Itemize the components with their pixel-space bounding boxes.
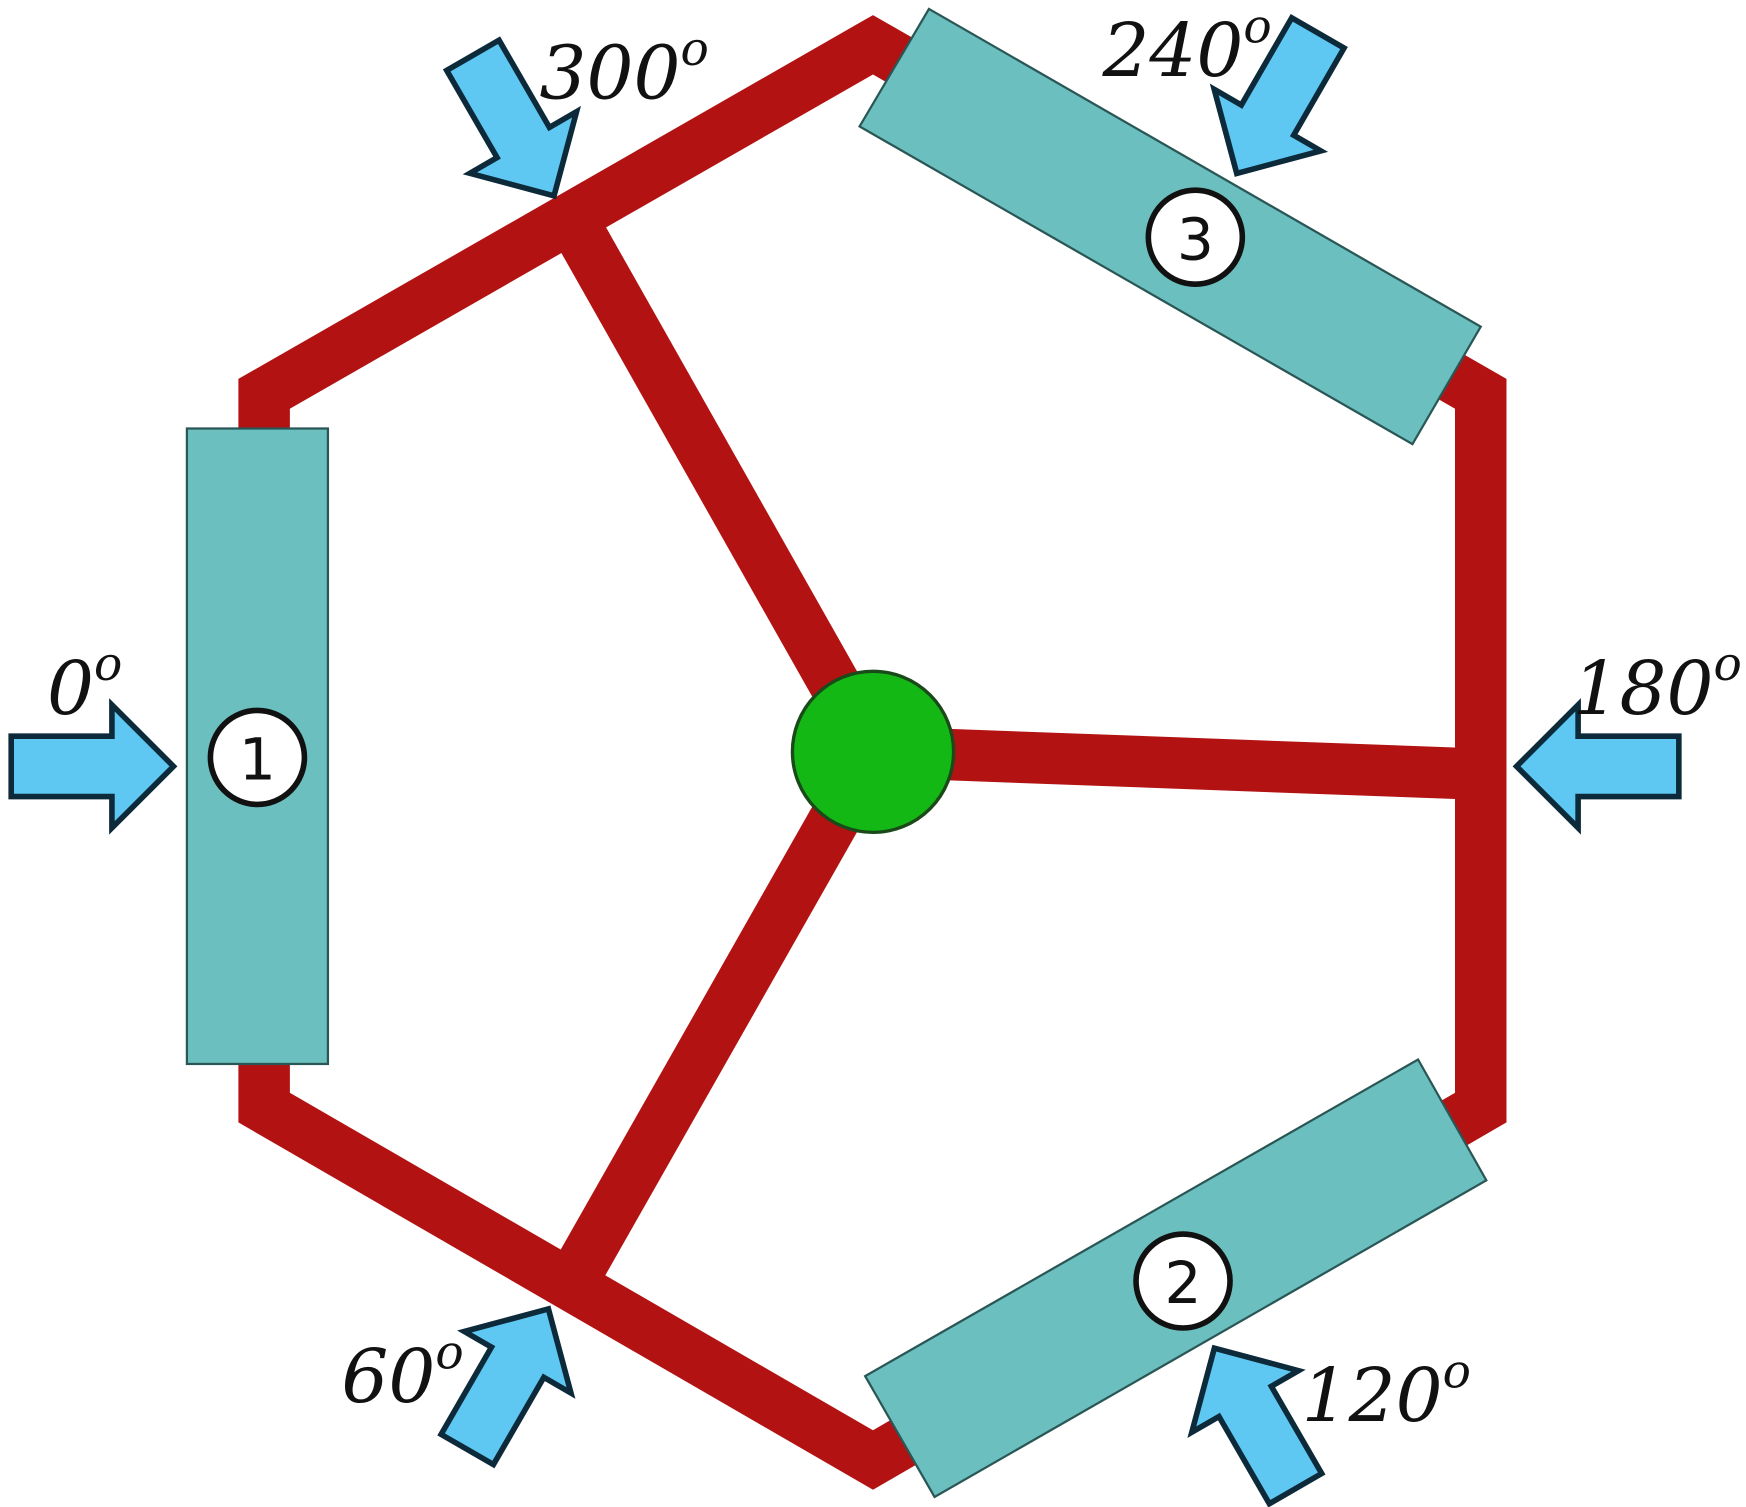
label-300: 300o <box>539 22 708 117</box>
label-120: 120o <box>1302 1344 1471 1439</box>
pad-3: 3 <box>858 7 1483 446</box>
label-180: 180o <box>1573 637 1742 732</box>
pad-number: 3 <box>1177 205 1214 273</box>
badge-2 <box>1133 1231 1233 1331</box>
spoke-right <box>872 726 1482 800</box>
pad-1: 1 <box>185 427 330 1066</box>
pad-2: 2 <box>863 1057 1488 1499</box>
label-60: 60o <box>341 1325 463 1420</box>
hexagon-frame <box>238 15 1507 1490</box>
spoke-upper-left <box>559 224 896 765</box>
spoke-lower-left <box>559 739 896 1277</box>
hub <box>790 669 956 835</box>
badge-3 <box>1145 187 1246 287</box>
pad-number: 1 <box>239 726 276 794</box>
red-frame <box>238 15 1507 1490</box>
label-240: 240o <box>1101 0 1271 94</box>
label-0: 0o <box>47 637 122 732</box>
badge-1 <box>207 707 308 808</box>
pad-number: 2 <box>1165 1249 1202 1317</box>
